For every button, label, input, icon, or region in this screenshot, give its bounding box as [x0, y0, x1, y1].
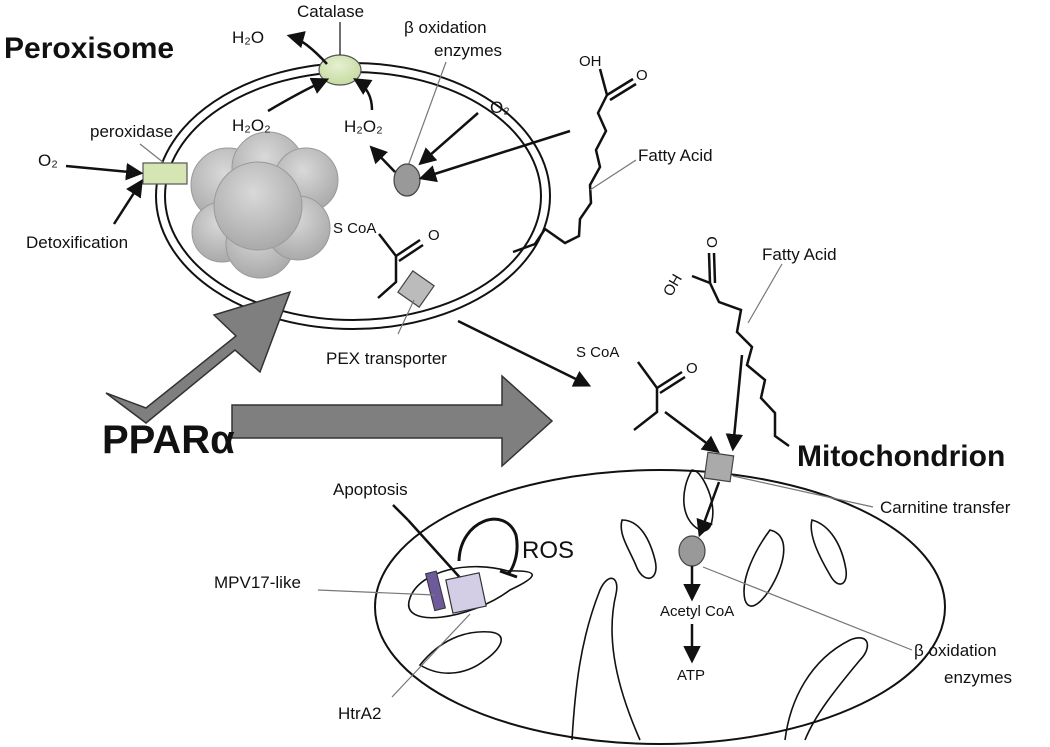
crista-7	[810, 519, 848, 585]
crista-2	[418, 630, 502, 674]
atp-label: ATP	[677, 667, 705, 684]
peroxisome-matrix-cloud	[190, 131, 339, 279]
apoptosis-label: Apoptosis	[333, 480, 408, 499]
oxygen-top-label: O₂	[490, 98, 510, 117]
detoxification-label: Detoxification	[26, 233, 128, 252]
ppar-to-peroxisome-arrow	[105, 290, 292, 424]
h2o2-left-label: H₂O₂	[232, 116, 271, 135]
carnitine-transfer-label: Carnitine transfer	[880, 498, 1011, 517]
h2o2-right-label: H₂O₂	[344, 117, 383, 136]
oxygen-left-label: O₂	[38, 151, 58, 170]
pex-transporter-label: PEX transporter	[326, 349, 447, 368]
ros-label: ROS	[522, 537, 574, 564]
fatty-acid-lower-label: Fatty Acid	[762, 245, 837, 264]
peroxisome-carbonyl-o: O	[428, 227, 440, 244]
acetyl-coa-label: Acetyl CoA	[660, 603, 734, 620]
water-label: H₂O	[232, 28, 264, 47]
fatty-acid-chain-upper	[512, 68, 609, 254]
fatty-acid-chain-lower	[691, 274, 790, 448]
peroxidase-enzyme	[142, 162, 188, 185]
carnitine-transporter	[703, 451, 735, 483]
crista-4	[620, 519, 657, 580]
mito-carbonyl-o: O	[686, 360, 698, 377]
crista-6	[743, 529, 785, 607]
mitochondrion: Apoptosis ROS MPV17-like HtrA2 S CoA O O…	[214, 236, 1012, 745]
pex-transporter	[397, 270, 435, 308]
peroxisome-enzymes-label: enzymes	[434, 41, 502, 60]
mito-enzymes-label: enzymes	[944, 668, 1012, 687]
peroxisome-title: Peroxisome	[4, 32, 174, 65]
fatty-acid-upper-label: Fatty Acid	[638, 146, 713, 165]
crista-1	[407, 565, 533, 619]
mpv17-like-protein	[424, 570, 447, 612]
mpv17-like-label: MPV17-like	[214, 573, 301, 592]
peroxisome-beta-oxidation-label: β oxidation	[404, 18, 487, 37]
mitochondrion-title: Mitochondrion	[797, 440, 1005, 473]
mitochondrion-outer-membrane	[374, 469, 946, 745]
mito-scoa-label: S CoA	[576, 344, 619, 361]
htra2-protein	[445, 572, 487, 614]
peroxisome: Catalase H₂O H₂O₂ H₂O₂ β oxidation enzym…	[4, 2, 713, 387]
peroxidase-label: peroxidase	[90, 122, 173, 141]
fatty-acid-lower-oh: OH	[660, 271, 686, 299]
ppar-to-mitochondrion-arrow	[231, 374, 554, 468]
fatty-acid-lower-o: O	[704, 236, 721, 248]
peroxisome-scoa-label: S CoA	[333, 220, 376, 237]
crista-3	[571, 577, 641, 741]
peroxisome-beta-enzyme	[393, 163, 421, 197]
ppar-arrows: PPARα	[102, 290, 554, 468]
ppar-alpha-label: PPARα	[102, 418, 235, 462]
fatty-acid-upper-o: O	[636, 67, 648, 84]
htra2-label: HtrA2	[338, 704, 381, 723]
fatty-acid-upper-oh: OH	[579, 53, 602, 70]
mito-beta-oxidation-label: β oxidation	[914, 641, 997, 660]
catalase-label: Catalase	[297, 2, 364, 21]
crista-8	[784, 637, 869, 741]
mito-beta-enzyme	[678, 535, 706, 567]
